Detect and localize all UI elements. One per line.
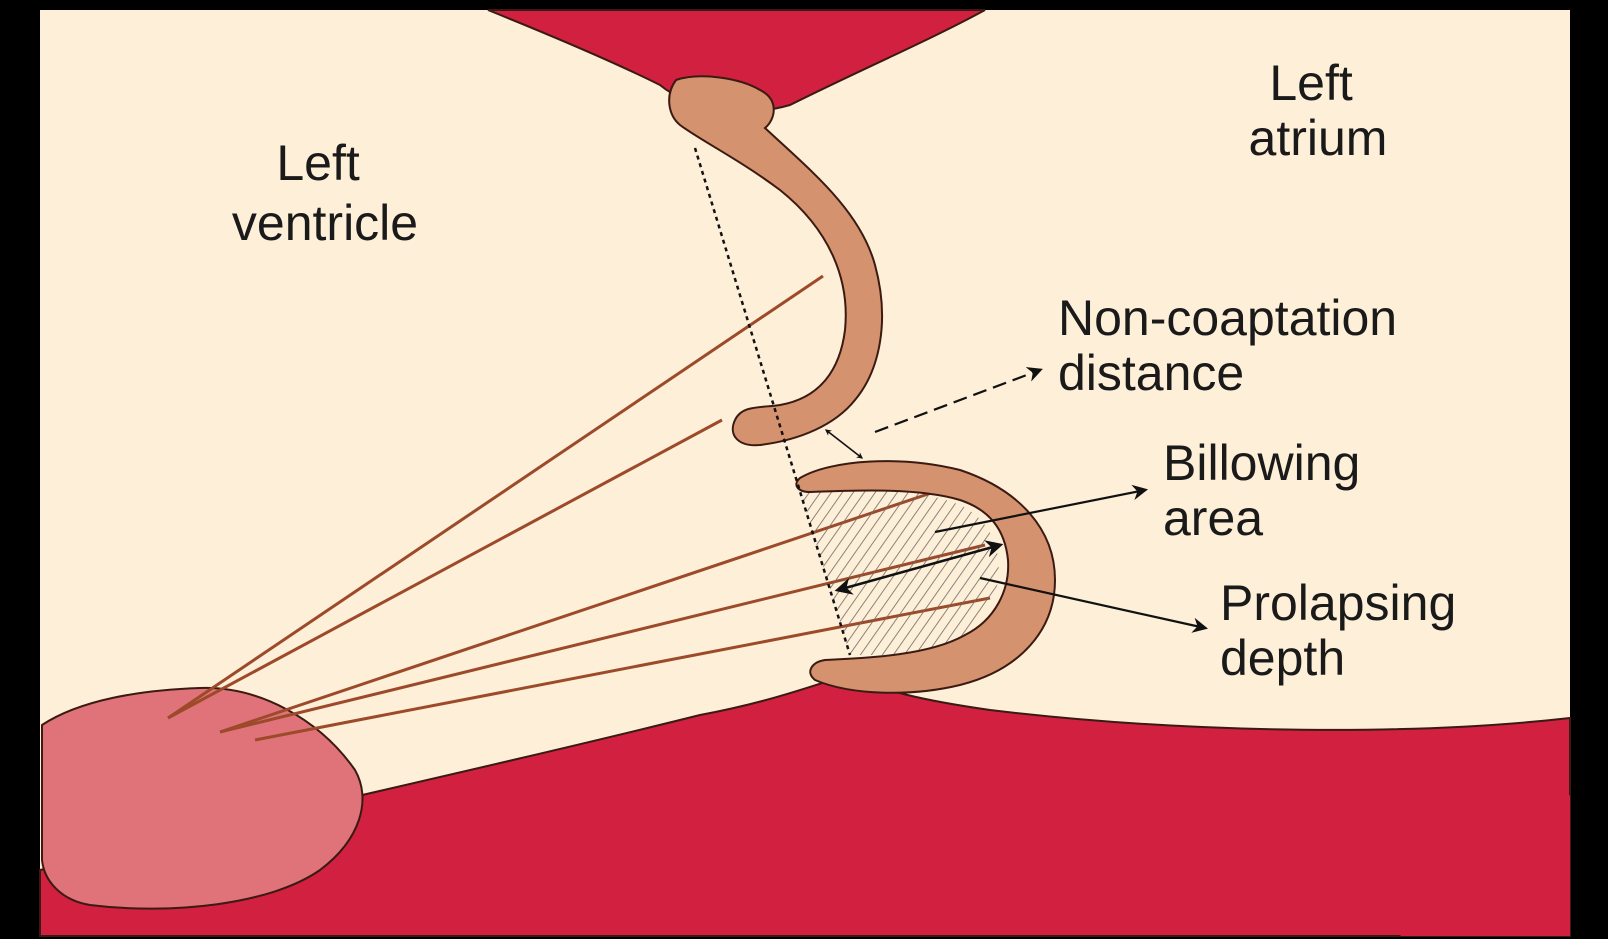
non-coaptation-line2: distance bbox=[1058, 345, 1244, 401]
left-atrium-label: Left atrium bbox=[1249, 55, 1388, 166]
left-ventricle-line2: ventricle bbox=[232, 195, 418, 251]
prolapsing-line1: Prolapsing bbox=[1220, 575, 1456, 631]
left-ventricle-line1: Left bbox=[276, 135, 360, 191]
billowing-line2: area bbox=[1163, 490, 1263, 546]
billowing-line1: Billowing bbox=[1163, 435, 1360, 491]
left-atrium-line2: atrium bbox=[1249, 110, 1388, 166]
left-atrium-line1: Left bbox=[1269, 55, 1353, 111]
prolapsing-line2: depth bbox=[1220, 630, 1345, 686]
non-coaptation-line1: Non-coaptation bbox=[1058, 290, 1397, 346]
